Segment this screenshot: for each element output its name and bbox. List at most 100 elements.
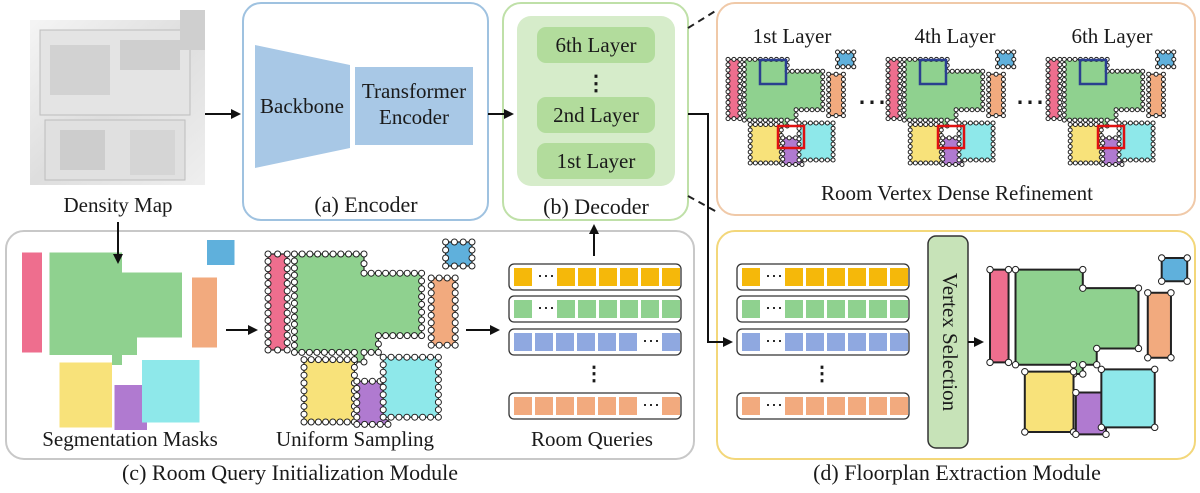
- sample-vertex: [1088, 122, 1094, 128]
- sample-vertex: [1171, 56, 1177, 62]
- sample-vertex: [1072, 122, 1078, 128]
- sample-vertex: [741, 61, 747, 67]
- sample-vertex: [451, 341, 459, 349]
- sample-vertex: [1155, 56, 1161, 62]
- sample-vertex: [283, 331, 291, 339]
- seg-room-pink: [22, 252, 42, 353]
- sample-vertex: [804, 68, 810, 74]
- sample-vertex: [1061, 112, 1067, 118]
- corner-vertex: [1072, 430, 1080, 439]
- sample-vertex: [419, 413, 427, 421]
- sample-vertex: [313, 348, 321, 356]
- query-token: [514, 300, 532, 318]
- sample-vertex: [940, 156, 946, 162]
- sample-vertex: [427, 274, 435, 282]
- query-row-orange: ⋯: [508, 392, 682, 420]
- sample-vertex: [901, 72, 907, 78]
- sample-vertex: [1146, 76, 1152, 82]
- sample-vertex: [725, 110, 731, 116]
- sample-vertex: [897, 83, 903, 89]
- sample-vertex: [984, 120, 990, 126]
- sample-vertex: [796, 120, 802, 126]
- sample-vertex: [1045, 67, 1051, 73]
- query-token: [620, 300, 638, 318]
- sample-vertex: [980, 90, 986, 96]
- sample-vertex: [933, 117, 939, 123]
- sample-vertex: [290, 341, 298, 349]
- sample-vertex: [283, 339, 291, 347]
- sample-vertex: [1150, 141, 1156, 147]
- sample-vertex: [907, 155, 913, 161]
- sample-vertex: [940, 151, 946, 157]
- sample-vertex: [747, 127, 753, 133]
- sample-vertex: [758, 122, 764, 128]
- sample-vertex: [1045, 62, 1051, 68]
- sample-vertex: [435, 274, 443, 282]
- sample-vertex: [1114, 68, 1120, 74]
- sample-vertex: [826, 113, 832, 119]
- sample-vertex: [300, 395, 308, 403]
- sample-vertex: [830, 141, 836, 147]
- zoom-box-blue: [758, 58, 788, 86]
- sample-vertex: [933, 160, 939, 166]
- sample-vertex: [840, 113, 846, 119]
- sample-vertex: [885, 67, 891, 73]
- sample-vertex: [1106, 135, 1112, 141]
- corner-vertex: [1157, 277, 1166, 285]
- sample-vertex: [1127, 120, 1133, 126]
- sample-vertex: [403, 353, 411, 361]
- sample-vertex: [980, 101, 986, 107]
- sample-vertex: [300, 356, 308, 364]
- corner-vertex: [1079, 284, 1087, 292]
- sample-vertex: [725, 78, 731, 84]
- sample-vertex: [763, 122, 769, 128]
- sample-vertex: [747, 122, 753, 128]
- sample-vertex: [1057, 94, 1063, 100]
- query-token: [577, 333, 595, 351]
- sample-vertex: [418, 308, 426, 316]
- sample-vertex: [1146, 97, 1152, 103]
- refine-plan-1: [725, 49, 857, 167]
- sample-vertex: [826, 102, 832, 108]
- sample-vertex: [780, 135, 786, 141]
- sample-vertex: [986, 76, 992, 82]
- corner-vertex: [1004, 358, 1013, 367]
- sample-vertex: [928, 122, 934, 128]
- arrow-decoder-to-extraction: [688, 113, 733, 347]
- sample-vertex: [374, 332, 382, 340]
- corner-vertex: [1004, 265, 1013, 274]
- sample-vertex: [1061, 92, 1067, 98]
- sample-vertex: [1061, 67, 1067, 73]
- sample-vertex: [1100, 140, 1106, 146]
- sample-vertex: [897, 110, 903, 116]
- sample-vertex: [813, 157, 819, 163]
- extract-row-yellow: ⋯: [736, 263, 910, 291]
- sample-vertex: [830, 157, 836, 163]
- sample-vertex: [1083, 160, 1089, 166]
- sample-vertex: [1000, 113, 1006, 119]
- sample-vertex: [912, 122, 918, 128]
- sample-vertex: [802, 120, 808, 126]
- sample-vertex: [891, 116, 897, 122]
- room-query-init-caption: (c) Room Query Initialization Module: [122, 460, 458, 485]
- sample-vertex: [1150, 157, 1156, 163]
- sample-vertex: [1057, 110, 1063, 116]
- sample-vertex: [336, 356, 344, 364]
- sample-vertex: [434, 391, 442, 399]
- sample-vertex: [826, 107, 832, 113]
- refine-room-yellow: [749, 123, 782, 164]
- sample-vertex: [901, 102, 907, 108]
- query-ellipsis: ⋯: [765, 331, 783, 351]
- sample-vertex: [804, 107, 810, 113]
- sample-vertex: [1093, 117, 1099, 123]
- corner-vertex: [1011, 265, 1020, 274]
- sample-vertex: [731, 56, 737, 62]
- sample-vertex: [298, 348, 306, 356]
- sample-vertex: [737, 83, 743, 89]
- sample-vertex: [1100, 156, 1106, 162]
- sample-vertex: [1160, 76, 1166, 82]
- sample-vertex: [990, 136, 996, 142]
- query-token: [662, 333, 680, 351]
- sample-vertex: [451, 281, 459, 289]
- corner-vertex: [1097, 423, 1106, 432]
